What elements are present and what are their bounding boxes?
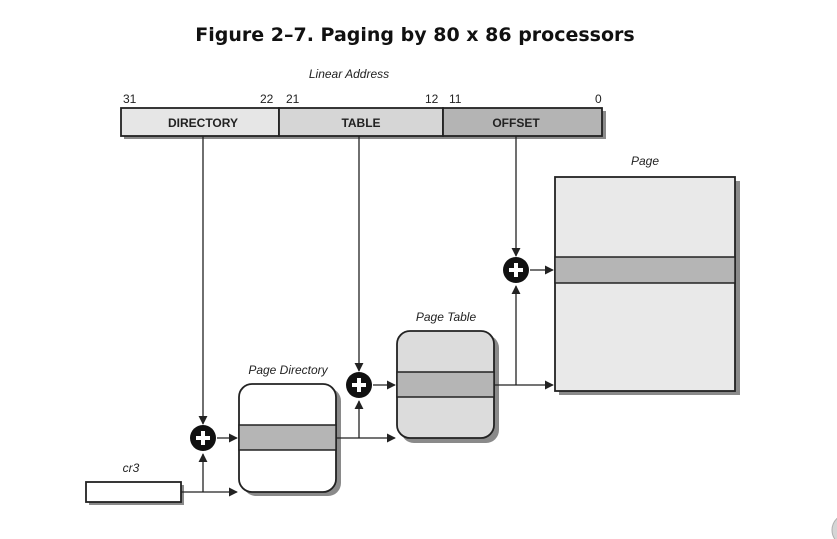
plus-circle-icon	[346, 372, 372, 398]
offset-field	[442, 107, 603, 137]
page-table-entry-band	[396, 371, 495, 398]
offset-field-label: OFFSET	[492, 116, 540, 130]
figure-title: Figure 2–7. Paging by 80 x 86 processors	[195, 24, 634, 46]
bit-22: 22	[260, 92, 274, 106]
cr3-label: cr3	[123, 461, 140, 475]
page-directory-entry-band	[238, 424, 337, 451]
connectors	[181, 136, 554, 497]
bit-11: 11	[449, 92, 462, 106]
corner-circle	[831, 517, 837, 539]
page-directory	[238, 383, 341, 496]
table-field-label: TABLE	[341, 116, 380, 130]
linear-address-label: Linear Address	[309, 67, 389, 81]
page-table-label: Page Table	[416, 310, 477, 324]
linear-address-bar: DIRECTORY TABLE OFFSET	[120, 107, 606, 139]
bit-21: 21	[286, 92, 300, 106]
bit-0: 0	[595, 92, 602, 106]
page-label: Page	[631, 154, 659, 168]
page-directory-label: Page Directory	[248, 363, 328, 377]
bit-12: 12	[425, 92, 439, 106]
directory-field	[120, 107, 280, 137]
table-field	[278, 107, 444, 137]
plus-circle-icon	[503, 257, 529, 283]
plus-circle-icon	[190, 425, 216, 451]
page-table	[396, 330, 499, 443]
directory-field-label: DIRECTORY	[168, 116, 238, 130]
cr3-register	[85, 481, 184, 505]
page-entry-band	[554, 256, 736, 284]
page-frame	[554, 176, 740, 395]
bit-31: 31	[123, 92, 137, 106]
